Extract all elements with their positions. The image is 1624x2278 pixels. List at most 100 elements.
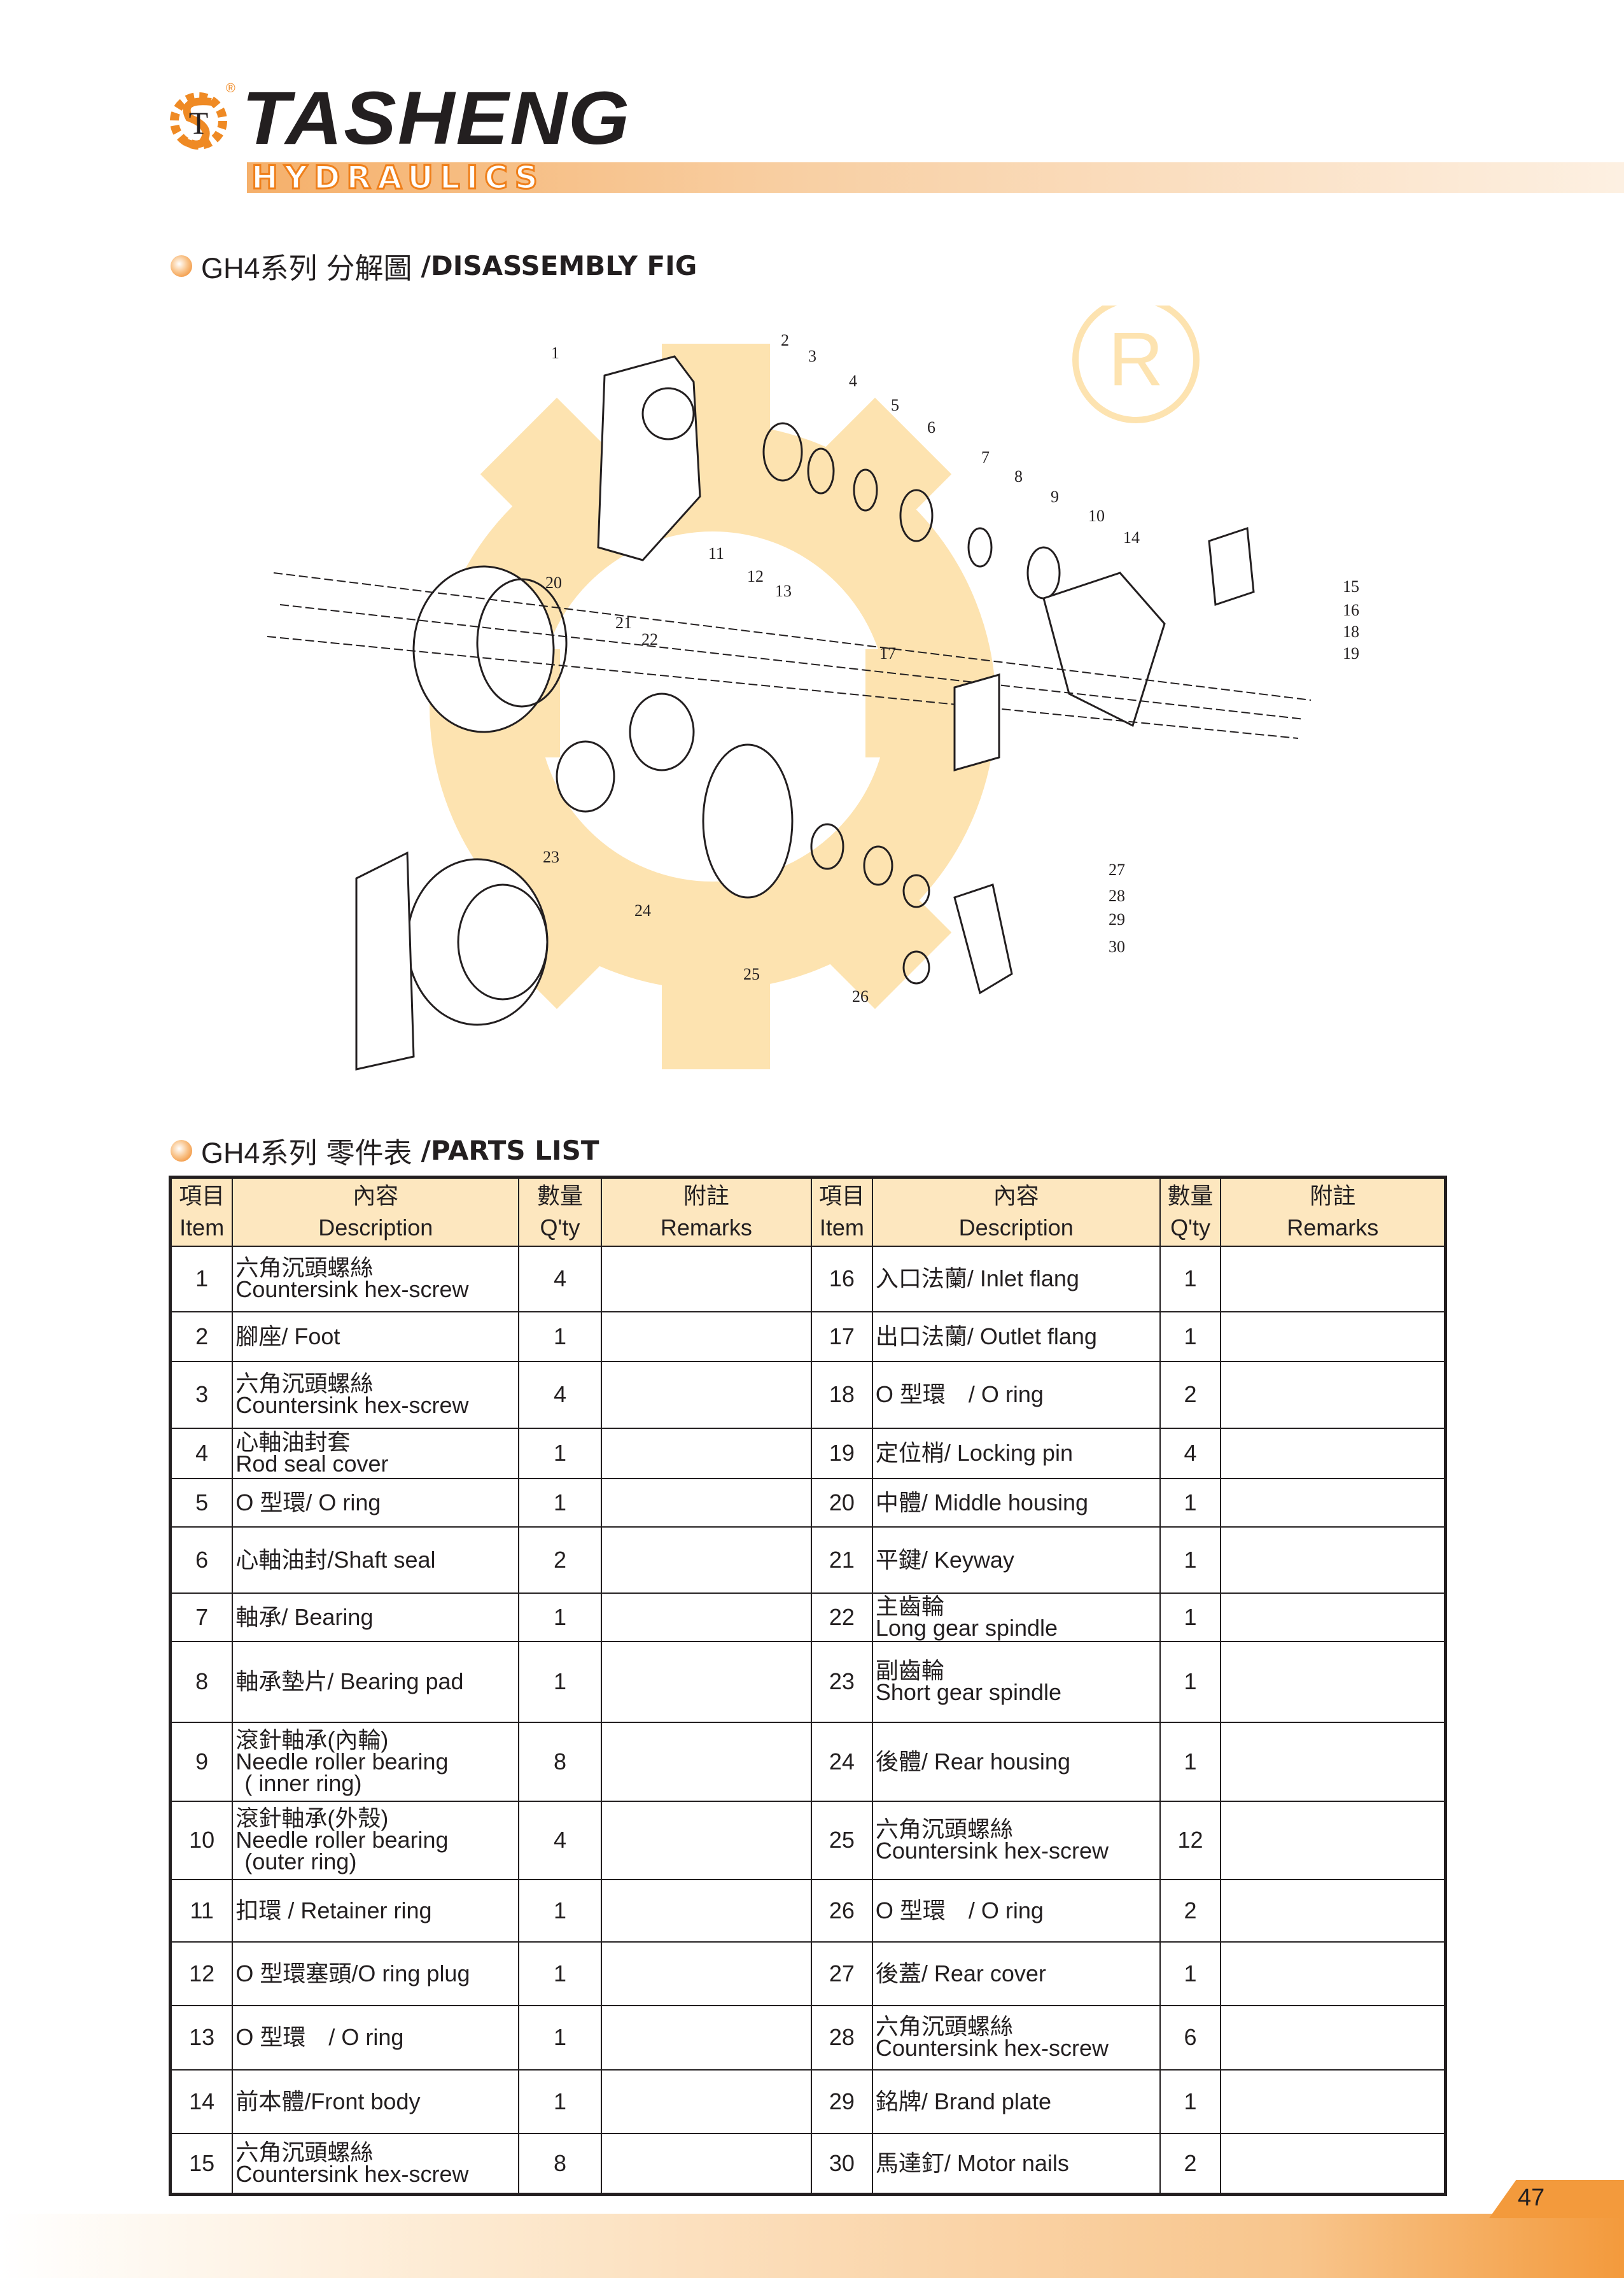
quantity: 1 — [1159, 2069, 1222, 2134]
header-zh: 數量 — [1167, 1183, 1214, 1209]
desc-zh: 六角沉頭螺絲 — [235, 2139, 374, 2165]
remarks — [1220, 1245, 1446, 1312]
quantity: 1 — [518, 1477, 602, 1528]
quantity: 1 — [1159, 1592, 1222, 1642]
item-number: 9 — [169, 1721, 234, 1802]
quantity: 4 — [518, 1800, 602, 1880]
quantity: 2 — [1159, 2132, 1222, 2195]
svg-text:T: T — [189, 105, 209, 141]
quantity: 1 — [518, 1311, 602, 1362]
quantity: 1 — [1159, 1311, 1222, 1362]
item-number: 29 — [810, 2069, 873, 2134]
remarks — [600, 2069, 812, 2134]
item-number: 25 — [810, 1800, 873, 1880]
desc-zh: 六角沉頭螺絲 — [875, 2013, 1013, 2039]
remarks — [600, 1245, 812, 1312]
item-number: 27 — [810, 1941, 873, 2006]
brand-subtitle: HYDRAULICS — [251, 158, 544, 197]
description: 銘牌/ Brand plate — [871, 2069, 1161, 2134]
series-label: GH4系列 — [201, 252, 318, 285]
part-callout-label: 27 — [1109, 861, 1125, 879]
desc-zh: O 型環塞頭/O ring plug — [235, 1960, 470, 1986]
part-callout-label: 13 — [775, 582, 792, 600]
part-callout-label: 24 — [634, 901, 651, 920]
part-callout-label: 4 — [849, 372, 857, 390]
remarks — [600, 1360, 812, 1429]
part-callout-label: 1 — [551, 344, 559, 362]
footer-band — [0, 2214, 1624, 2278]
quantity: 1 — [1159, 1941, 1222, 2006]
item-number: 17 — [810, 1311, 873, 1362]
desc-zh: 中體/ Middle housing — [875, 1489, 1088, 1515]
title-en: /DISASSEMBLY FIG — [421, 250, 697, 281]
header-zh: 項目 — [818, 1183, 865, 1209]
quantity: 6 — [1159, 2004, 1222, 2071]
item-number: 21 — [810, 1526, 873, 1594]
part-callout-label: 6 — [927, 418, 935, 437]
header-zh: 數量 — [536, 1183, 583, 1209]
part-callout-label: 23 — [543, 848, 559, 866]
remarks — [1220, 1721, 1446, 1802]
header-en: Item — [819, 1214, 864, 1241]
header-en: Remarks — [660, 1214, 752, 1241]
desc-zh: 腳座/ Foot — [235, 1323, 340, 1349]
part-callout-label: 8 — [1014, 467, 1023, 486]
remarks — [600, 1526, 812, 1594]
desc-zh: 心軸油封/Shaft seal — [235, 1546, 436, 1573]
description: 扣環 / Retainer ring — [232, 1878, 520, 1943]
part-callout-label: 28 — [1109, 887, 1125, 905]
remarks — [1220, 2069, 1446, 2134]
item-number: 19 — [810, 1427, 873, 1479]
header-bar — [247, 162, 1624, 193]
quantity: 1 — [518, 1592, 602, 1642]
desc-zh: 馬達釘/ Motor nails — [875, 2149, 1069, 2176]
remarks — [1220, 1477, 1446, 1528]
description: 前本體/Front body — [232, 2069, 520, 2134]
quantity: 1 — [1159, 1245, 1222, 1312]
description: 後蓋/ Rear cover — [871, 1941, 1161, 2006]
remarks — [1220, 1311, 1446, 1362]
item-number: 1 — [169, 1245, 234, 1312]
quantity: 1 — [518, 1427, 602, 1479]
bullet-icon — [171, 255, 192, 277]
remarks — [1220, 2132, 1446, 2195]
part-callout-label: 12 — [747, 567, 764, 586]
header-en: Description — [318, 1214, 433, 1241]
part-callout-label: 17 — [879, 644, 896, 663]
quantity: 4 — [518, 1360, 602, 1429]
part-callout-label: 25 — [743, 965, 760, 983]
desc-zh: 扣環 / Retainer ring — [235, 1897, 432, 1923]
quantity: 1 — [1159, 1721, 1222, 1802]
desc-zh: 軸承墊片/ Bearing pad — [235, 1668, 464, 1694]
item-number: 2 — [169, 1311, 234, 1362]
title-zh: 分解圖 — [326, 252, 412, 285]
remarks — [1220, 1360, 1446, 1429]
registered-mark: ® — [226, 81, 235, 95]
description: 中體/ Middle housing — [871, 1477, 1161, 1528]
header-zh: 附註 — [1310, 1183, 1356, 1209]
header-zh: 項目 — [179, 1183, 225, 1209]
header-en: Q'ty — [1170, 1214, 1210, 1241]
tasheng-logo-icon: T — [170, 92, 227, 150]
item-number: 30 — [810, 2132, 873, 2195]
item-number: 7 — [169, 1592, 234, 1642]
header-zh: 附註 — [683, 1183, 729, 1209]
remarks — [1220, 1941, 1446, 2006]
item-number: 4 — [169, 1427, 234, 1479]
col-qty-header: 數量 Q'ty — [1159, 1176, 1222, 1247]
part-callout-label: 11 — [708, 544, 724, 563]
item-number: 12 — [169, 1941, 234, 2006]
desc-zh: 出口法蘭/ Outlet flang — [875, 1323, 1097, 1349]
quantity: 1 — [518, 1878, 602, 1943]
